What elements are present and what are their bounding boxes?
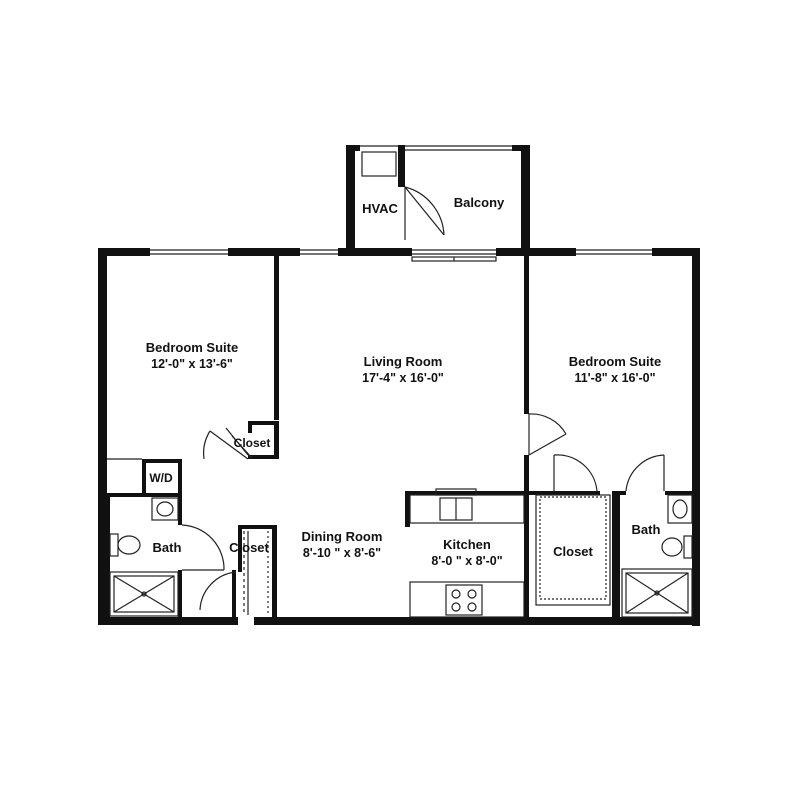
closet-left-label: Closet (234, 436, 271, 450)
closet-right-label: Closet (553, 544, 593, 559)
wall-right-closet-left (524, 495, 529, 625)
toilet-icon (109, 533, 141, 557)
living-room-label: Living Room (364, 354, 443, 369)
door-swing-icon (181, 524, 225, 571)
bedroom-right-label: Bedroom Suite (569, 354, 661, 369)
wall-living-right-top (524, 256, 529, 414)
wall-top-living-b (496, 248, 536, 256)
window-icon (150, 145, 652, 255)
wall-top-right-b (652, 248, 700, 256)
toilet-icon (661, 535, 693, 559)
wall-hvac-left (346, 145, 355, 256)
wall-top-left-a (98, 248, 150, 256)
bath-right-label: Bath (632, 522, 661, 537)
wall-balcony-top-right (512, 145, 530, 151)
kitchen-dims: 8'-0 " x 8'-0" (431, 554, 502, 568)
wall-right-exterior (692, 248, 700, 626)
wall-left-closet-right (274, 421, 279, 459)
hvac-label: HVAC (362, 201, 398, 216)
shower-icon (109, 571, 179, 617)
wall-left-closet-left (248, 421, 252, 433)
wd-label: W/D (149, 471, 173, 485)
bedroom-left-label: Bedroom Suite (146, 340, 238, 355)
wall-left-closet-top (248, 421, 279, 425)
wall-left-bath-top (107, 493, 182, 497)
wall-top-living-a (338, 248, 412, 256)
room-labels: HVAC Balcony Bedroom Suite 12'-0" x 13'-… (146, 195, 661, 568)
wall-left-exterior (98, 248, 107, 624)
wall-center-closet-right (272, 527, 277, 617)
kitchen-sink-icon (435, 488, 477, 521)
fixtures (107, 145, 693, 618)
wall-hvac-top (346, 145, 360, 151)
bath-left-label: Bath (153, 540, 182, 555)
wall-hvac-divider (398, 145, 405, 187)
closet-center-label: Closet (229, 540, 269, 555)
wall-top-right-a (526, 248, 576, 256)
wall-bottom-main (254, 617, 700, 625)
shower-icon (621, 568, 693, 618)
wall-left-closet-bottom (248, 455, 279, 459)
wall-left-bath-left-seg (107, 493, 110, 617)
wall-center-closet-left (238, 527, 242, 572)
door-swing-icon (199, 571, 237, 611)
door-swing-icon (528, 413, 567, 435)
wall-left-bedroom-right (274, 256, 279, 420)
wall-right-bath-top (665, 491, 700, 495)
sink-icon (667, 494, 693, 524)
closet-shelf (539, 496, 607, 600)
door-swing-icon (625, 454, 665, 492)
wall-kitchen-left (405, 491, 410, 527)
wall-wd-right (178, 459, 182, 495)
bedroom-left-dims: 12'-0" x 13'-6" (151, 357, 233, 371)
door-swing-icon (553, 454, 598, 492)
walls (98, 145, 700, 626)
wall-wd-top (142, 459, 182, 463)
wall-right-closet-top-a (524, 491, 600, 495)
wall-left-bath-bottom-right (232, 570, 236, 617)
sink-icon (151, 497, 179, 521)
door-swing-icon (203, 430, 211, 460)
counter-bottom (409, 581, 525, 618)
dining-room-dims: 8'-10 " x 8'-6" (303, 546, 381, 560)
wall-kitchen-top (405, 491, 529, 495)
wall-right-closet-right (612, 491, 620, 617)
stove-icon (445, 584, 483, 616)
wall-wd-left (142, 459, 146, 495)
living-room-dims: 17'-4" x 16'-0" (362, 371, 444, 385)
kitchen-label: Kitchen (443, 537, 491, 552)
bedroom-right-dims: 11'-8" x 16'-0" (574, 371, 655, 385)
door-swing-icon (404, 186, 445, 236)
wall-left-bath-right-lower (178, 570, 182, 617)
hvac-unit-icon (361, 151, 397, 177)
wall-right-closet-top-b (612, 491, 626, 495)
wall-living-right-bottom (524, 455, 529, 495)
counter-top (409, 494, 525, 524)
wall-top-left-b (228, 248, 300, 256)
wall-center-closet-top (238, 525, 277, 529)
wall-balcony-right (521, 145, 530, 256)
wall-left-bath-right (178, 497, 182, 525)
wall-bottom-left (98, 617, 238, 625)
dining-room-label: Dining Room (302, 529, 383, 544)
balcony-label: Balcony (454, 195, 505, 210)
